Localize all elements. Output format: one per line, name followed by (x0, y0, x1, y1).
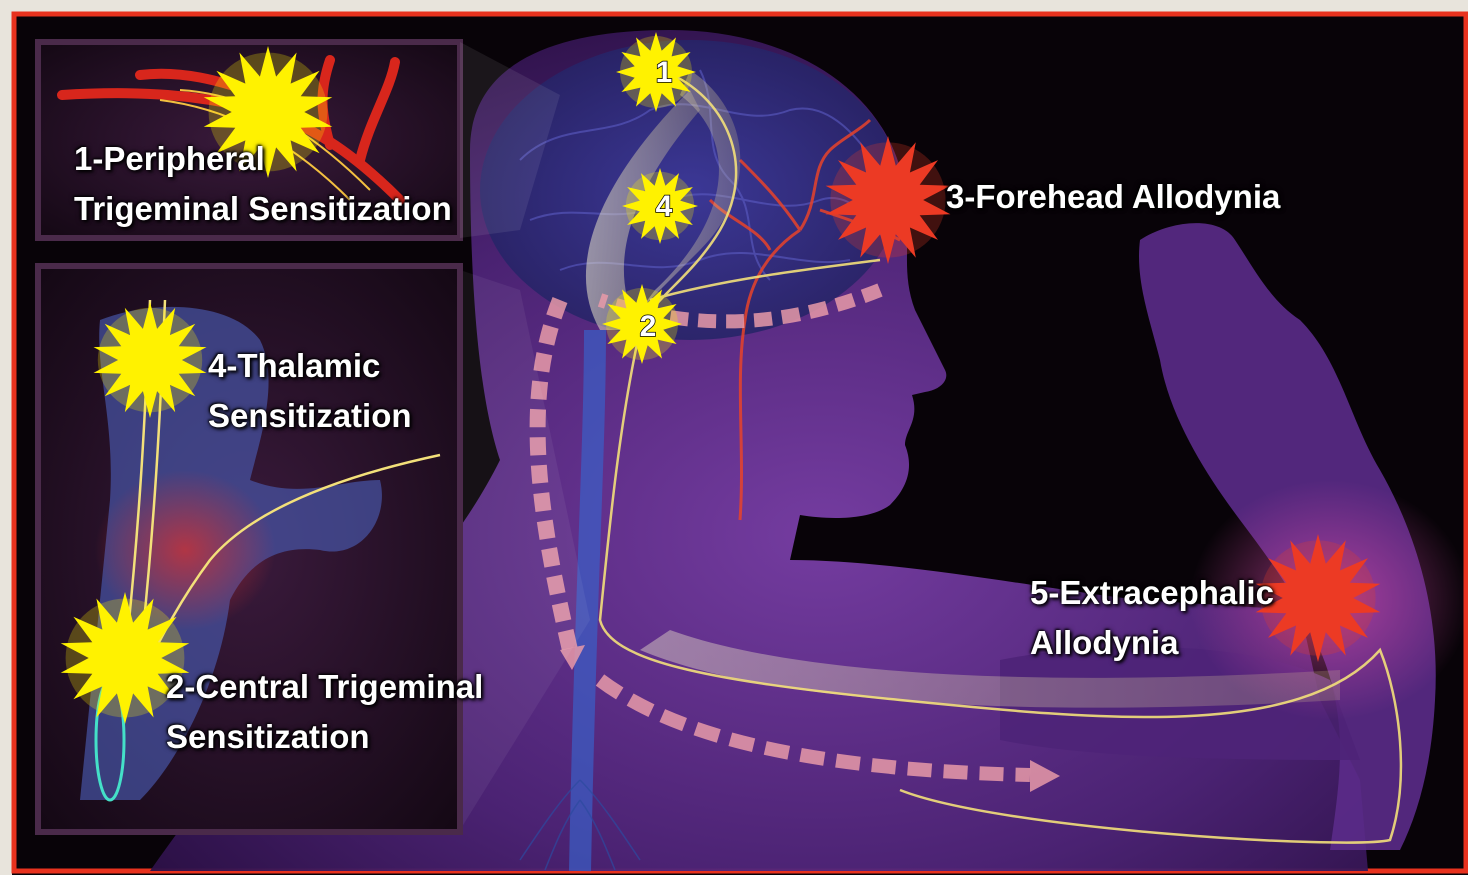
marker-4: 4 (656, 190, 673, 223)
label-peripheral: 1-Peripheral Trigeminal Sensitization (74, 134, 452, 234)
label-thalamic-line1: 4-Thalamic (208, 341, 412, 391)
label-central: 2-Central Trigeminal Sensitization (166, 662, 483, 762)
label-extracephalic-line2: Allodynia (1030, 618, 1274, 668)
label-peripheral-line2: Trigeminal Sensitization (74, 184, 452, 234)
label-forehead: 3-Forehead Allodynia (946, 172, 1280, 222)
label-central-line1: 2-Central Trigeminal (166, 662, 483, 712)
label-central-line2: Sensitization (166, 712, 483, 762)
marker-2: 2 (640, 310, 657, 343)
label-thalamic-line2: Sensitization (208, 391, 412, 441)
marker-1: 1 (656, 56, 673, 89)
label-peripheral-line1: 1-Peripheral (74, 134, 452, 184)
label-extracephalic-line1: 5-Extracephalic (1030, 568, 1274, 618)
label-thalamic: 4-Thalamic Sensitization (208, 341, 412, 441)
label-extracephalic: 5-Extracephalic Allodynia (1030, 568, 1274, 668)
